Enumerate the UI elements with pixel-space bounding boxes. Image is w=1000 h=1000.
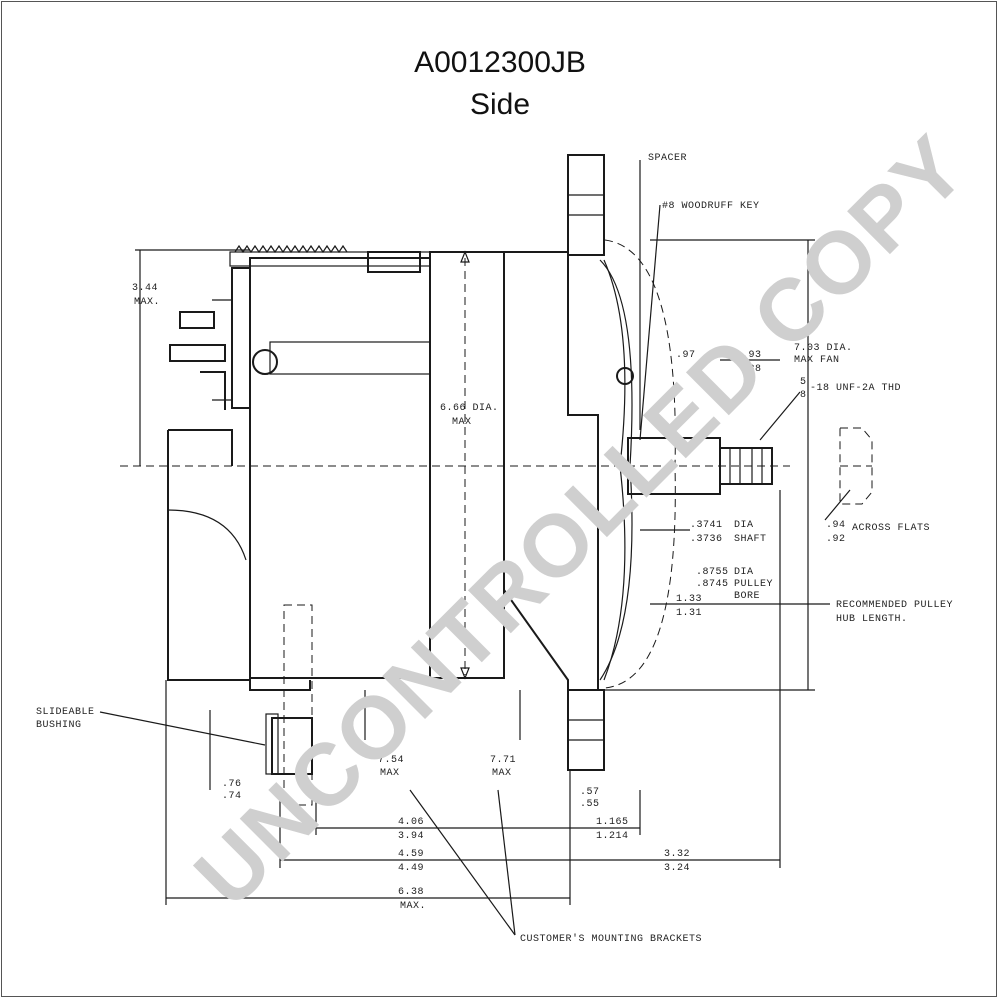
dim-body-dia-top: 6.66 DIA. [440,403,499,414]
dim-shaft-bottom: .3736 [690,534,723,545]
callout-woodruff: #8 WOODRUFF KEY [662,201,760,212]
callout-hub-2: HUB LENGTH. [836,614,908,625]
dim-bore-top: .8755 [696,567,729,578]
callout-thread-den: 8 [800,390,807,401]
dim-body-dia-bottom: MAX [452,417,472,428]
callout-thread-num: 5 [800,377,807,388]
dim-span1-bottom: 3.94 [398,831,424,842]
page-title: A0012300JB [414,46,586,79]
callout-bore-1: DIA [734,567,754,578]
dim-ear-bottom: .55 [580,799,600,810]
dim-span2-top: 1.165 [596,817,629,828]
dim-height-bottom: MAX. [134,297,160,308]
dim-span4-top: 3.32 [664,849,690,860]
dim-span1-top: 4.06 [398,817,424,828]
callout-bushing-2: BUSHING [36,720,82,731]
nut-detail [839,427,873,505]
page-subtitle: Side [469,88,531,121]
callout-spacer: SPACER [648,153,687,164]
pulley-shaft [616,367,773,495]
dim-span3-bottom: 4.49 [398,863,424,874]
dim-drop-left-top: 7.54 [378,755,404,766]
fan-envelope [604,239,676,689]
callout-across-flats: ACROSS FLATS [852,523,930,534]
dim-fan-offset-top: .93 [742,350,762,361]
dim-bush-top: .76 [222,779,242,790]
callout-shaft-dia: DIA [734,520,754,531]
dim-drop-left-bottom: MAX [380,768,400,779]
dim-overall-top: 6.38 [398,887,424,898]
dim-fan-offset-bottom: .88 [742,364,762,375]
lower-mount-block [167,429,313,806]
dim-flats-bottom: .92 [826,534,846,545]
callout-bushing-1: SLIDEABLE [36,707,95,718]
dim-ear-top: .57 [580,787,600,798]
front-housing [503,154,633,771]
callout-thread-spec: -18 UNF-2A THD [810,383,901,394]
dim-hub-top: 1.33 [676,594,702,605]
dim-height-top: 3.44 [132,283,158,294]
callout-fan-dia-top: 7.03 DIA. [794,343,853,354]
callout-fan-dia-bottom: MAX FAN [794,355,840,366]
dimension-labels: 3.44 MAX. 6.66 DIA. MAX .97 .93 .88 7.03… [36,153,953,945]
callout-bore-3: BORE [734,591,760,602]
dim-fan-small: .97 [676,350,696,361]
dim-span3-top: 4.59 [398,849,424,860]
dim-overall-bottom: MAX. [400,901,426,912]
dim-bush-bottom: .74 [222,791,242,802]
dim-hub-bottom: 1.31 [676,608,702,619]
dim-drop-right-top: 7.71 [490,755,516,766]
dim-span4-bottom: 3.24 [664,863,690,874]
callout-hub-1: RECOMMENDED PULLEY [836,600,953,611]
cooling-fins [234,244,348,254]
dim-flats-top: .94 [826,520,846,531]
dim-shaft-top: .3741 [690,520,723,531]
stator-body [429,250,505,680]
dim-span2-bottom: 1.214 [596,831,629,842]
dim-bore-bottom: .8745 [696,579,729,590]
dimension-lines [99,160,851,936]
rear-housing [169,244,431,679]
callout-bore-2: PULLEY [734,579,773,590]
callout-shaft: SHAFT [734,534,767,545]
dim-drop-right-bottom: MAX [492,768,512,779]
callout-brackets: CUSTOMER'S MOUNTING BRACKETS [520,933,702,945]
